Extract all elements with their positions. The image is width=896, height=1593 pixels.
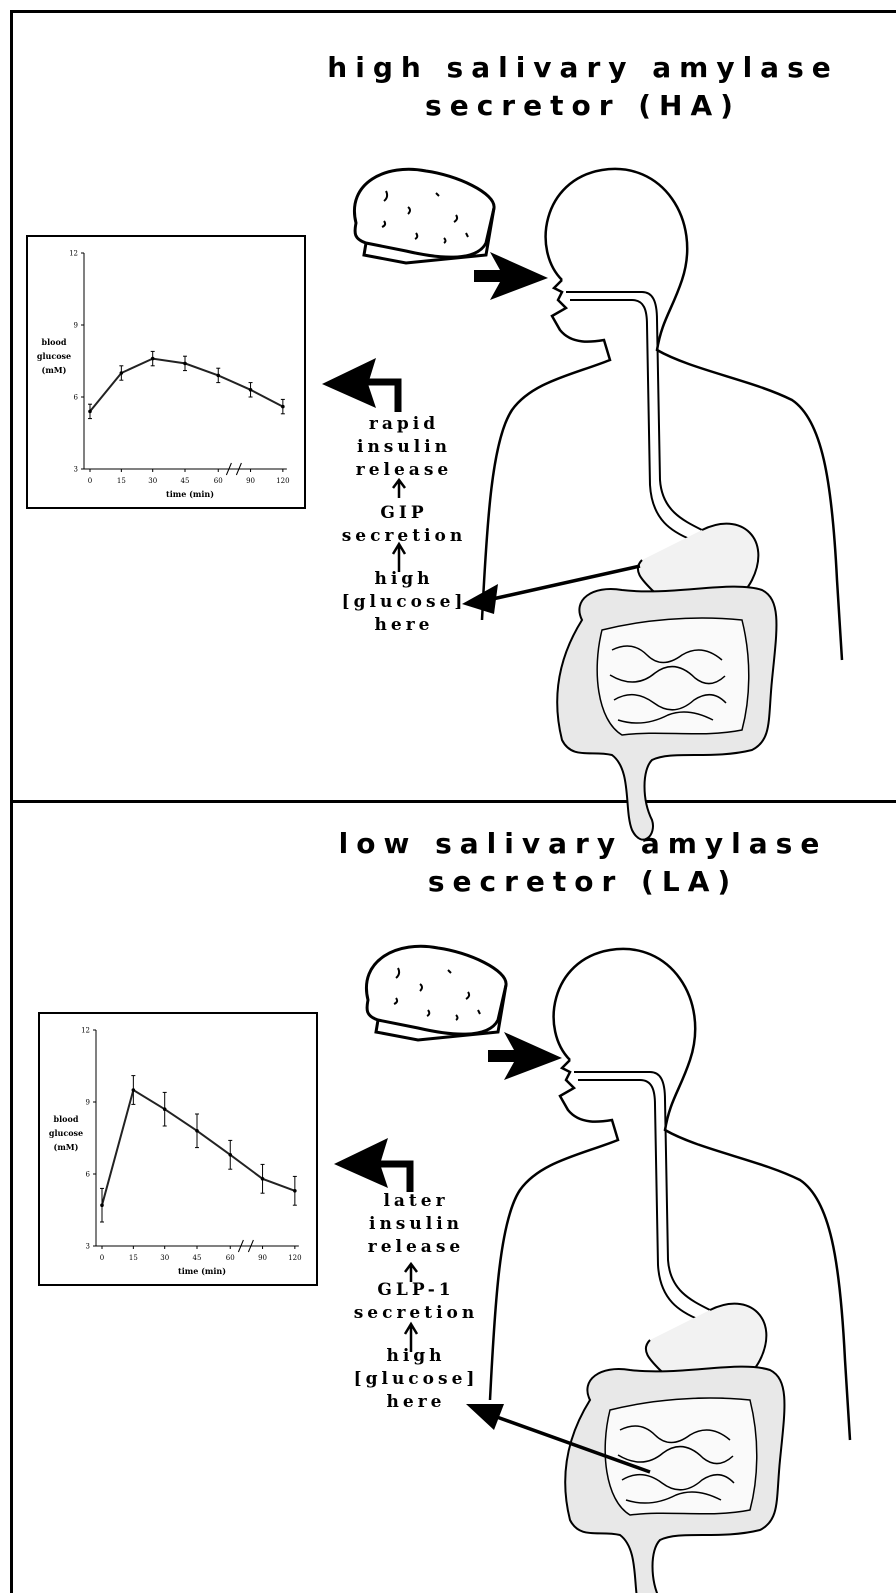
- y-tick-label: 3: [86, 1243, 90, 1251]
- glucose-label-line-1: high: [341, 1345, 491, 1368]
- glucose-label-line-3: here: [329, 614, 479, 637]
- y-axis-label-line-1: blood: [42, 337, 67, 347]
- data-point: [132, 1088, 136, 1092]
- insulin-label-line-1: rapid: [329, 413, 479, 436]
- data-point: [183, 362, 187, 366]
- hormone-label-line-2: secretion: [329, 525, 479, 548]
- y-axis-label-line-3: (mM): [54, 1142, 79, 1152]
- x-tick-label: 120: [276, 477, 289, 485]
- insulin-label-line-3: release: [329, 459, 479, 482]
- x-tick-label: 60: [226, 1254, 235, 1262]
- x-tick-label: 45: [181, 477, 190, 485]
- data-point: [100, 1203, 104, 1207]
- data-point: [281, 405, 285, 409]
- series-line: [90, 359, 283, 412]
- insulin-label-line-2: insulin: [329, 436, 479, 459]
- y-tick-label: 9: [74, 322, 78, 330]
- y-tick-label: 12: [69, 250, 78, 258]
- y-tick-label: 12: [81, 1027, 90, 1035]
- title-line-2: secretor (HA): [323, 87, 843, 125]
- y-axis-label-line-3: (mM): [42, 365, 67, 375]
- x-tick-label: 0: [100, 1254, 104, 1262]
- hormone-label-line-2: secretion: [341, 1302, 491, 1325]
- data-point: [195, 1129, 199, 1133]
- data-point: [88, 410, 92, 414]
- data-point: [120, 371, 124, 375]
- x-tick-label: 120: [288, 1254, 301, 1262]
- x-tick-label: 45: [193, 1254, 202, 1262]
- insulin-label-line-1: later: [341, 1190, 491, 1213]
- y-axis-label-line-1: blood: [54, 1114, 79, 1124]
- x-tick-label: 15: [129, 1254, 138, 1262]
- glucose-label-line-2: [glucose]: [329, 591, 479, 614]
- x-tick-label: 90: [258, 1254, 267, 1262]
- title-line-1: high salivary amylase: [323, 49, 843, 87]
- data-point: [151, 357, 155, 361]
- panel-title: high salivary amylase secretor (HA): [323, 49, 843, 125]
- glucose-label-line-3: here: [341, 1391, 491, 1414]
- hormone-label-line-1: GLP-1: [341, 1279, 491, 1302]
- pathway-labels: later insulin release GLP-1 secretion hi…: [341, 1190, 491, 1414]
- y-tick-label: 6: [86, 1171, 91, 1179]
- pathway-labels: rapid insulin release GIP secretion high…: [329, 413, 479, 637]
- y-axis-label-line-2: glucose: [49, 1128, 83, 1138]
- x-tick-label: 0: [88, 477, 92, 485]
- glucose-label-line-2: [glucose]: [341, 1368, 491, 1391]
- glucose-label-line-1: high: [329, 568, 479, 591]
- data-point: [228, 1153, 232, 1157]
- data-point: [163, 1107, 167, 1111]
- y-axis-label-line-2: glucose: [37, 351, 71, 361]
- title-line-2: secretor (LA): [303, 863, 863, 901]
- y-tick-label: 6: [74, 394, 79, 402]
- panel-high-amylase: high salivary amylase secretor (HA) bloo…: [10, 10, 896, 803]
- y-tick-label: 9: [86, 1099, 90, 1107]
- y-tick-label: 3: [74, 466, 78, 474]
- x-axis-label: time (min): [178, 1266, 226, 1276]
- panel-title: low salivary amylase secretor (LA): [303, 825, 863, 901]
- x-tick-label: 30: [160, 1254, 169, 1262]
- data-point: [261, 1177, 265, 1181]
- hormone-label-line-1: GIP: [329, 502, 479, 525]
- x-axis-label: time (min): [166, 489, 214, 499]
- insulin-label-line-2: insulin: [341, 1213, 491, 1236]
- x-tick-label: 60: [214, 477, 223, 485]
- data-point: [249, 388, 253, 392]
- insulin-label-line-3: release: [341, 1236, 491, 1259]
- panel-low-amylase: low salivary amylase secretor (LA) blood…: [10, 803, 896, 1593]
- data-point: [293, 1189, 297, 1193]
- data-point: [216, 374, 220, 378]
- title-line-1: low salivary amylase: [303, 825, 863, 863]
- x-tick-label: 30: [148, 477, 157, 485]
- x-tick-label: 15: [117, 477, 126, 485]
- x-tick-label: 90: [246, 477, 255, 485]
